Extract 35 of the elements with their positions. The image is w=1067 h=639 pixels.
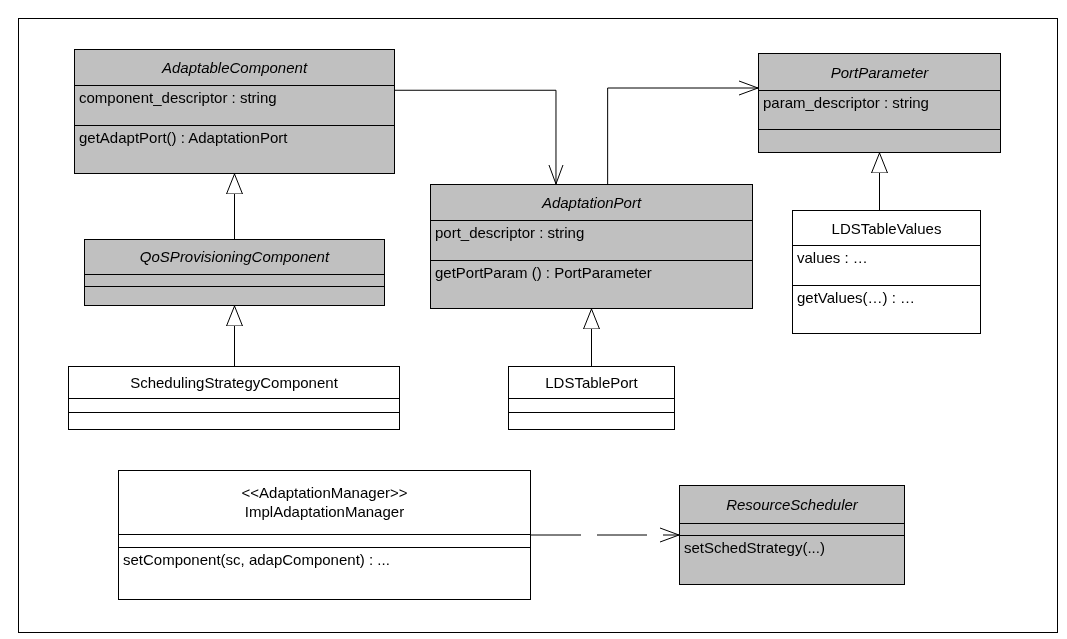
association-arrow <box>394 89 564 185</box>
class-box <box>84 239 385 306</box>
attribute-text: values : … <box>797 248 869 268</box>
class-name: QoSProvisioningComponent <box>139 247 330 267</box>
operation-text: setComponent(sc, adapComponent) : ... <box>123 549 391 569</box>
class-name: SchedulingStrategyComponent <box>130 372 338 392</box>
class-box <box>508 366 675 430</box>
generalization-arrow <box>226 173 243 240</box>
operation-text: getAdaptPort() : AdaptationPort <box>79 127 289 147</box>
operation-text: getPortParam () : PortParameter <box>435 262 653 282</box>
stereotype-label: <<AdaptationManager>> <box>241 483 408 503</box>
class-box <box>74 49 395 174</box>
attribute-text: param_descriptor : string <box>763 93 930 113</box>
dependency-arrow <box>530 527 680 543</box>
class-name: AdaptationPort <box>541 193 642 213</box>
attribute-text: port_descriptor : string <box>435 223 586 243</box>
generalization-arrow <box>871 152 888 211</box>
class-name: LDSTablePort <box>545 372 638 392</box>
class-name: LDSTableValues <box>831 218 942 238</box>
operation-text: getValues(…) : … <box>797 287 917 307</box>
class-name: ImplAdaptationManager <box>244 502 405 522</box>
class-box <box>792 210 981 334</box>
class-name: PortParameter <box>830 62 929 82</box>
generalization-arrow <box>583 308 600 367</box>
association-arrow <box>607 80 759 185</box>
class-name: AdaptableComponent <box>161 58 308 78</box>
attribute-text: component_descriptor : string <box>79 88 278 108</box>
class-box <box>758 53 1001 153</box>
class-name: ResourceScheduler <box>726 495 858 515</box>
generalization-arrow <box>226 305 243 367</box>
class-box <box>430 184 753 309</box>
class-box <box>68 366 400 430</box>
class-box <box>118 470 531 600</box>
class-box <box>679 485 905 585</box>
operation-text: setSchedStrategy(...) <box>684 538 826 558</box>
